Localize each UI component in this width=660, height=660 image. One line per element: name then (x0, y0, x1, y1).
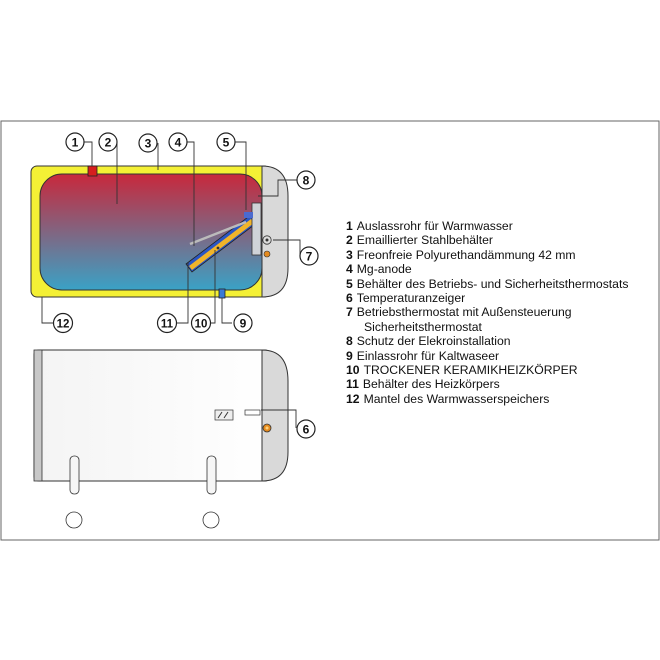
legend-number: 1 (346, 219, 353, 233)
legend-text: Schutz der Elekroinstallation (356, 334, 511, 349)
heater-exterior-view (33, 349, 289, 529)
leader-lines (41, 141, 301, 428)
callout-9-label: 9 (240, 317, 247, 331)
callout-4-label: 4 (175, 136, 182, 150)
callout-7-label: 7 (306, 250, 313, 264)
callout-12-label: 12 (57, 319, 70, 331)
thermostat-knob-center (265, 238, 269, 242)
callout-11: 11 (156, 312, 178, 334)
mg-anode (189, 220, 247, 246)
callout-9: 9 (233, 313, 253, 333)
callout-10-label: 10 (195, 319, 208, 331)
callout-1-label: 1 (72, 136, 79, 150)
legend-text: Behälter des Betriebs- und Sicherheitsth… (356, 276, 629, 291)
legend-text: Mantel des Warmwasserspeichers (363, 391, 550, 406)
callout-1: 1 (65, 132, 85, 152)
legend-text-continuation: Sicherheitsthermostat (364, 319, 482, 334)
callout-5-label: 5 (223, 136, 230, 150)
mounting-pipe-right (202, 455, 220, 529)
callout-markers: 1 2 3 4 5 8 7 12 (52, 132, 319, 439)
right-end-cap (261, 165, 289, 298)
callout-3: 3 (138, 133, 158, 153)
legend-number: 3 (346, 247, 353, 262)
legend-number: 6 (346, 291, 353, 306)
control-panel (214, 409, 234, 421)
legend-text: Freonfreie Polyurethandämmung 42 mm (356, 247, 576, 262)
callout-5: 5 (216, 132, 236, 152)
legend-text: TROCKENER KERAMIKHEIZKÖRPER (363, 363, 578, 378)
legend-text: Emaillierter Stahlbehälter (356, 233, 493, 248)
ceramic-heater-rod (189, 219, 254, 270)
heater-cross-section (30, 165, 289, 299)
right-end-cover (261, 349, 289, 482)
callout-6-label: 6 (303, 423, 310, 437)
heater-shell (33, 349, 271, 482)
legend-number: 4 (346, 262, 353, 277)
legend-number: 7 (346, 305, 353, 320)
mounting-pipe-left (65, 455, 83, 529)
legend-text: Einlassrohr für Kaltwaseer (356, 348, 500, 363)
legend-number: 8 (346, 334, 353, 349)
legend-number: 9 (346, 348, 353, 363)
legend-number: 12 (346, 391, 360, 406)
rod-marker (216, 246, 220, 250)
callout-2-label: 2 (105, 136, 112, 150)
legend-text: Betriebsthermostat mit Außensteuerung (356, 305, 572, 320)
thermostat-housing (251, 202, 262, 256)
legend-number: 10 (346, 363, 360, 378)
legend-number: 11 (346, 377, 359, 392)
legend-number: 2 (346, 233, 353, 248)
left-end-strip (33, 349, 43, 482)
callout-12: 12 (52, 312, 74, 334)
thermostat-tube (244, 212, 253, 218)
callout-7: 7 (299, 246, 319, 266)
callout-10: 10 (190, 312, 212, 334)
callout-8: 8 (296, 170, 316, 190)
callout-3-label: 3 (145, 137, 152, 151)
callout-2: 2 (98, 132, 118, 152)
display-strip (244, 409, 261, 416)
hot-water-outlet (87, 165, 98, 177)
callout-6: 6 (296, 419, 316, 439)
temperature-indicator (263, 250, 271, 258)
callout-4: 4 (168, 132, 188, 152)
legend-text: Behälter des Heizkörpers (362, 377, 500, 392)
legend-text: Auslassrohr für Warmwasser (356, 219, 513, 233)
legend-number: 5 (346, 276, 353, 291)
legend-text: Temperaturanzeiger (356, 291, 466, 306)
callout-8-label: 8 (303, 174, 310, 188)
legend-text: Mg-anode (356, 262, 412, 277)
cold-water-inlet (218, 288, 226, 299)
callout-11-label: 11 (161, 319, 174, 331)
